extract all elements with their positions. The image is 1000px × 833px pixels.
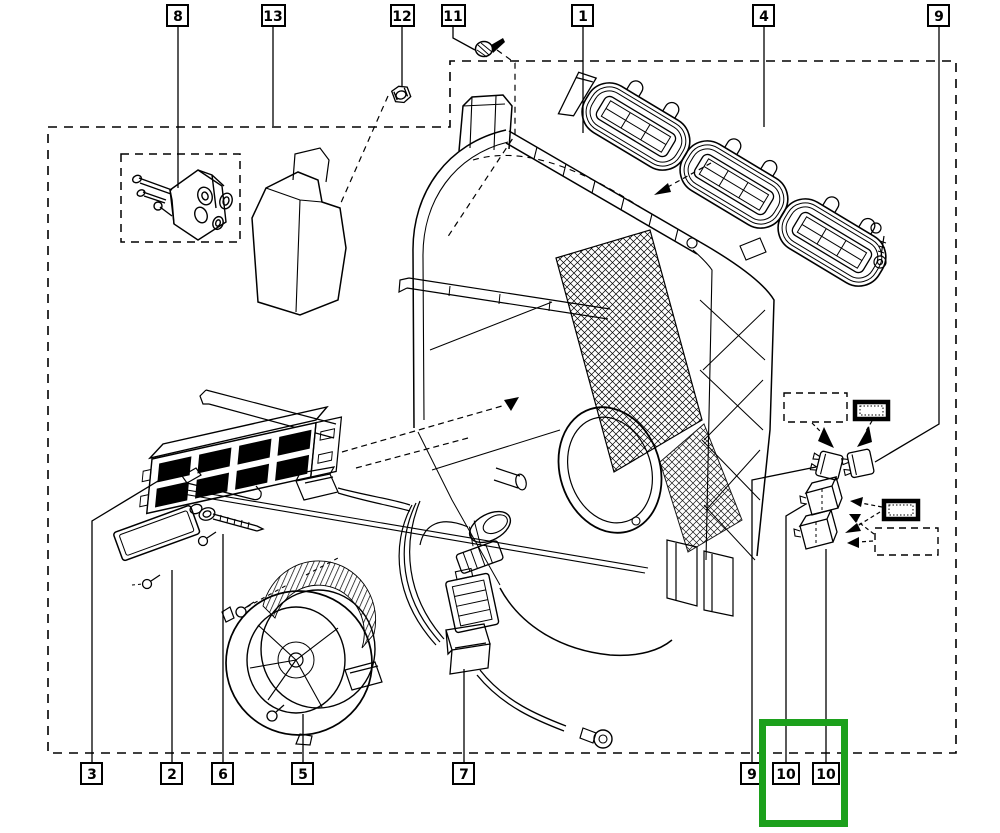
svg-text:9: 9: [934, 9, 944, 25]
expansion-valve-drawing: [131, 169, 233, 241]
bolt-drawing: [189, 503, 265, 532]
svg-text:1: 1: [578, 9, 588, 25]
callout-top-12[interactable]: 12: [390, 4, 415, 27]
callout-bottom-7[interactable]: 7: [452, 762, 475, 785]
svg-text:8: 8: [173, 9, 183, 25]
screw-drawing-top: [474, 38, 505, 58]
svg-text:9: 9: [747, 767, 757, 783]
callout-top-9[interactable]: 9: [927, 4, 950, 27]
callout-top-11[interactable]: 11: [441, 4, 466, 27]
svg-text:4: 4: [759, 9, 769, 25]
air-grille-drawing: [557, 71, 887, 287]
callout-bottom-6[interactable]: 6: [211, 762, 234, 785]
callout-bottom-2[interactable]: 2: [160, 762, 183, 785]
highlight-selection-box: [759, 719, 848, 827]
placeholder-dashed-boxes: [783, 392, 939, 556]
callout-bottom-9[interactable]: 9: [740, 762, 763, 785]
callout-bottom-10b[interactable]: 10: [812, 762, 840, 785]
callout-top-8[interactable]: 8: [166, 4, 189, 27]
svg-text:6: 6: [218, 767, 228, 783]
svg-text:7: 7: [459, 767, 469, 783]
blower-motor-drawing: [221, 557, 383, 746]
dashed-pointer-leaders: [339, 49, 516, 239]
svg-text:10: 10: [816, 767, 836, 783]
svg-text:2: 2: [167, 767, 177, 783]
svg-text:5: 5: [298, 767, 308, 783]
callout-bottom-5[interactable]: 5: [291, 762, 314, 785]
callout-labels: 8 13 12 11 1 4 9 3: [80, 4, 950, 785]
gasket-pad-drawings: [852, 399, 921, 522]
expansion-valve-kit-dashed-box: [120, 153, 241, 243]
callout-top-1[interactable]: 1: [571, 4, 594, 27]
cover-plate-drawing: [113, 505, 217, 590]
nut-drawing: [390, 85, 412, 104]
screw-drawing-grille: [873, 235, 887, 269]
svg-text:3: 3: [87, 767, 97, 783]
clip-fastener-drawings: [793, 448, 875, 550]
callout-top-4[interactable]: 4: [752, 4, 775, 27]
callout-leader-lines: [91, 26, 940, 763]
heater-core-drawing: [139, 405, 649, 574]
hvac-housing-drawing: [199, 94, 775, 657]
assembly-direction-arrows: [341, 162, 883, 548]
assembly-boundary-dashed-border: [47, 60, 957, 754]
svg-text:11: 11: [443, 9, 462, 25]
svg-text:12: 12: [392, 9, 411, 25]
callout-top-13[interactable]: 13: [261, 4, 286, 27]
wiring-harness-drawing: [295, 466, 613, 749]
callout-bottom-10a[interactable]: 10: [772, 762, 800, 785]
callout-bottom-3[interactable]: 3: [80, 762, 103, 785]
svg-text:13: 13: [263, 9, 282, 25]
svg-text:10: 10: [776, 767, 796, 783]
